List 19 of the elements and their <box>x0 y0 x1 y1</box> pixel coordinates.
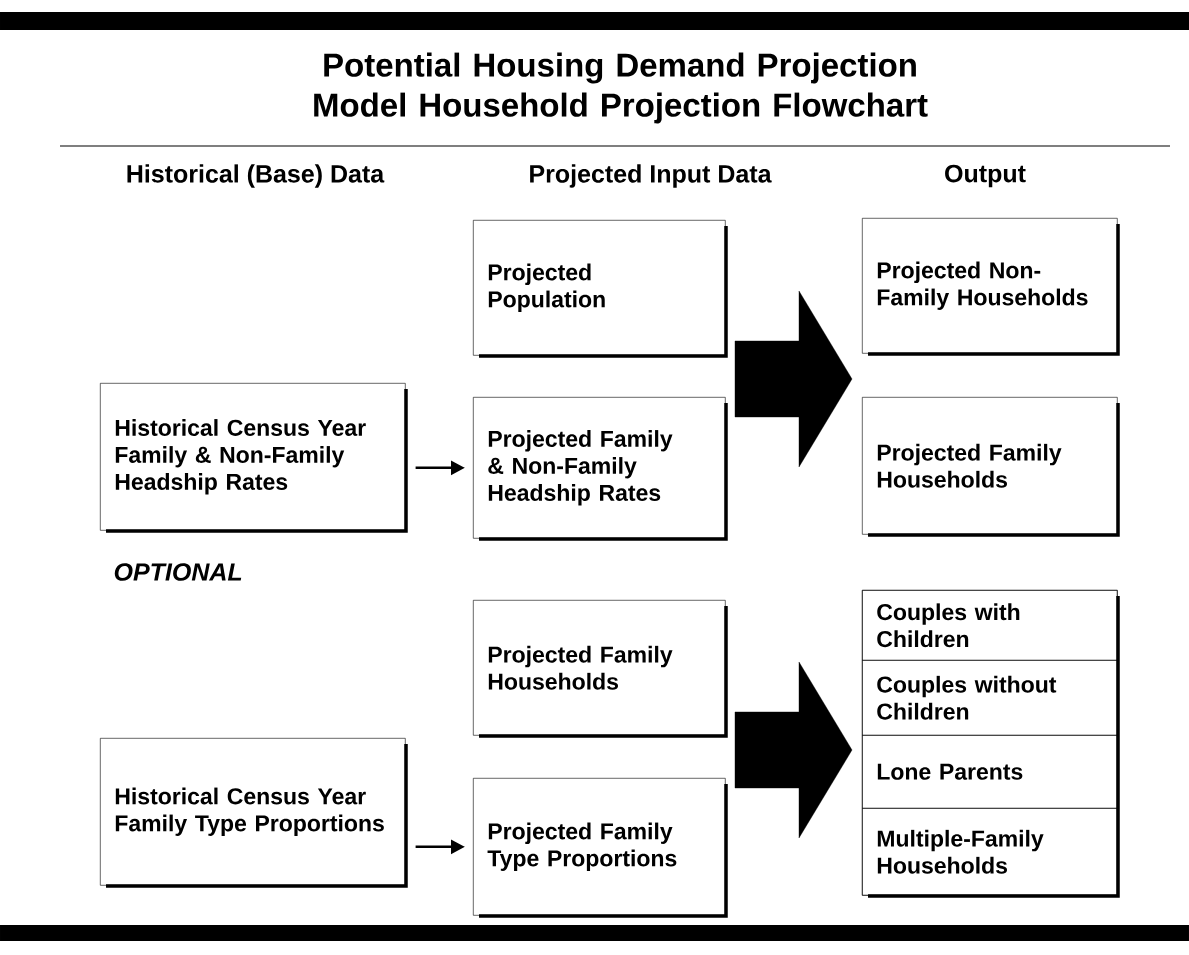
data-box: Historical Census Year Family & Non-Family Headship Rates <box>100 383 408 533</box>
category-box: Couples without Children <box>862 660 1118 736</box>
data-box: Historical Census Year Family Type Proportions <box>100 738 408 888</box>
data-box: Projected Family Households <box>473 600 728 738</box>
data-box: Projected Family Households <box>862 397 1120 537</box>
category-box: Lone Parents <box>862 735 1118 809</box>
category-box: Couples with Children <box>862 590 1118 661</box>
category-box: Multiple-Family Households <box>862 808 1118 896</box>
data-box: Projected Family & Non-Family Headship Rates <box>473 397 728 541</box>
column-heading: Projected Input Data <box>530 164 772 188</box>
section-note: OPTIONAL <box>114 563 242 581</box>
data-box: Projected Family Type Proportions <box>473 778 728 918</box>
title: Potential Housing Demand Projection Model Household Projection Flowchart <box>314 52 928 124</box>
data-box: Projected Non-Family Households <box>862 218 1120 356</box>
column-heading: Historical (Base) Data <box>127 164 385 188</box>
block-arrow <box>734 290 853 468</box>
block-arrow <box>734 661 853 839</box>
data-box: Projected Population <box>473 220 728 358</box>
column-heading: Output <box>945 164 1026 188</box>
